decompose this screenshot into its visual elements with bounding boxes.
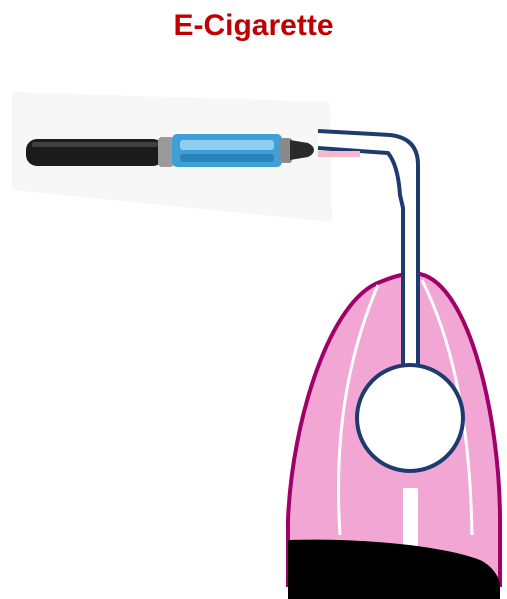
device-tank-shade [180,154,274,162]
lung-trachea-strip [403,488,418,548]
device-tank-window [180,140,274,150]
vapor-entry [318,151,360,157]
device-connector-ring [158,137,174,167]
alveolus-circle [357,365,463,471]
device-battery-highlight [32,142,158,147]
device-tank [172,134,282,167]
